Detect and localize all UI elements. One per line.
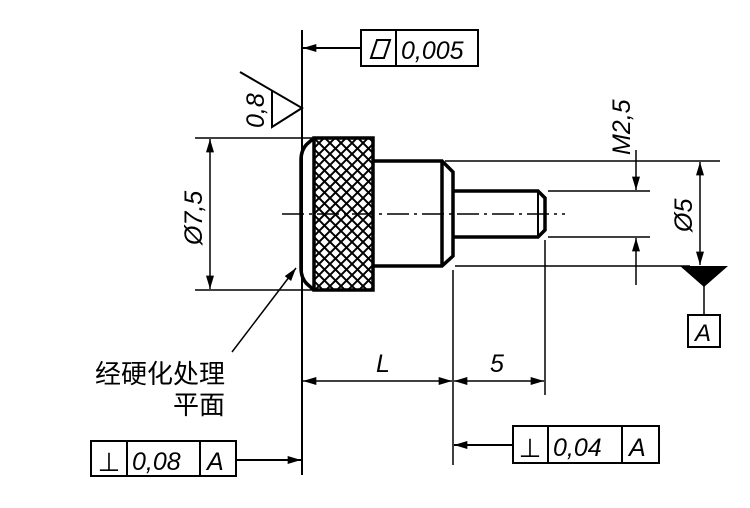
datum-triangle [680,266,728,287]
perpendicularity-icon: ⊥ [519,434,542,464]
perpendicularity-right-datum: A [627,434,646,462]
surface-finish-value: 0,8 [242,93,270,128]
neck-diameter-label: Ø5 [670,199,698,233]
perpendicularity-frame-right: ⊥ 0,04 A [512,425,660,464]
note-line-2: 平面 [173,391,225,421]
datum-box [687,314,721,348]
length-label: L [376,350,390,378]
thread-label: M2,5 [608,99,636,155]
note-line-1: 经硬化处理 [95,360,225,390]
flatness-value: 0,005 [401,37,464,65]
datum-label: A [693,320,711,347]
head-diameter-label: Ø7,5 [180,191,208,246]
perpendicularity-left-datum: A [205,448,224,476]
extension-lines [195,137,720,465]
perpendicularity-left-value: 0,08 [132,448,181,476]
perpendicularity-frame-left: ⊥ 0,08 A [90,440,237,478]
perpendicularity-right-value: 0,04 [553,434,602,462]
perpendicularity-icon: ⊥ [98,448,121,478]
surface-finish-symbol [239,71,304,129]
flatness-icon [369,39,392,59]
flatness-frame: 0,005 [360,29,479,67]
note-leader [231,267,297,353]
thread-length-label: 5 [490,350,504,378]
